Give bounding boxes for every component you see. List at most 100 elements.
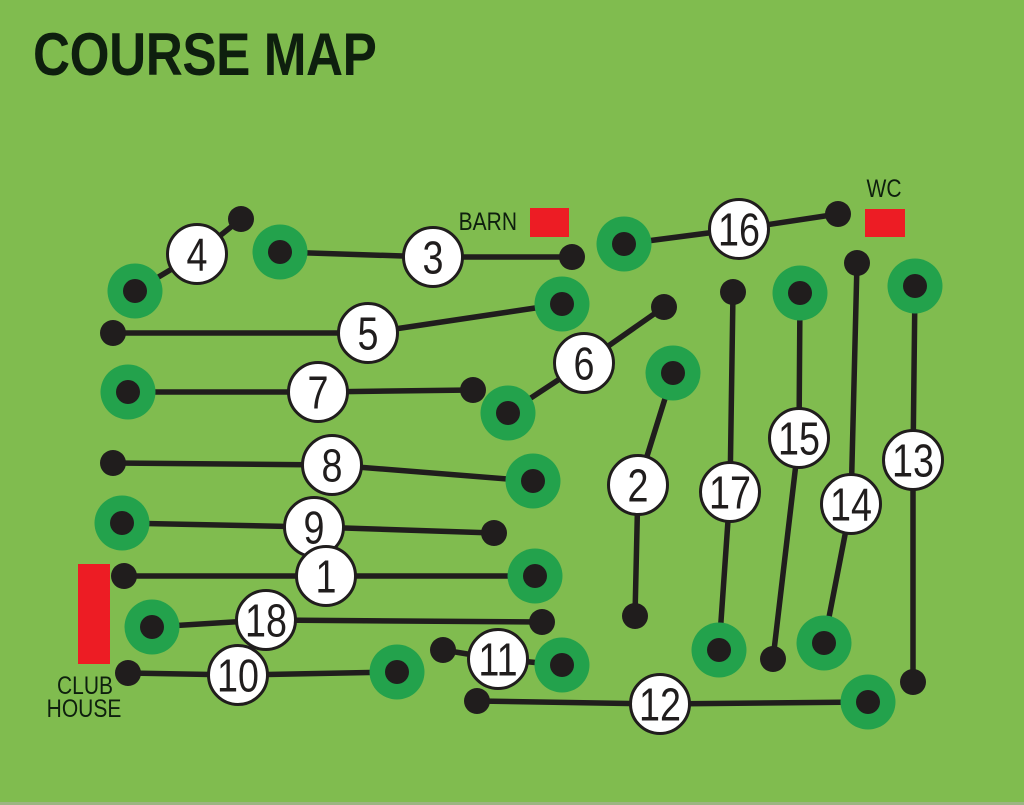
- hole-17: 17: [691, 279, 761, 678]
- wc-marker: [865, 209, 905, 237]
- hole-8-number: 8: [322, 440, 343, 491]
- hole-16-green-pin: [612, 232, 636, 256]
- hole-3-green-pin: [268, 240, 292, 264]
- hole-18-path: [149, 617, 545, 630]
- hole-15-marker: [768, 407, 830, 469]
- hole-5-number: 5: [358, 308, 379, 359]
- barn-building: BARN: [459, 207, 569, 237]
- hole-15-tee-dot: [760, 646, 786, 672]
- hole-7-green-pin: [116, 380, 140, 404]
- hole-18-tee-dot: [529, 609, 555, 635]
- hole-9-number: 9: [304, 502, 325, 553]
- club-house-marker: [78, 564, 110, 664]
- hole-1-tee-dot: [111, 563, 137, 589]
- hole-12: 12: [464, 673, 896, 735]
- hole-4-tee-dot: [228, 206, 254, 232]
- hole-2-marker: [607, 454, 669, 516]
- hole-4: 4: [107, 206, 254, 319]
- hole-6-tee-dot: [651, 294, 677, 320]
- hole-12-marker: [629, 673, 691, 735]
- wc-label: WC: [867, 174, 902, 202]
- hole-5: 5: [100, 276, 590, 364]
- hole-11-green-pin: [550, 653, 574, 677]
- hole-10-tee-dot: [115, 660, 141, 686]
- hole-8-marker: [301, 434, 363, 496]
- hole-8: 8: [100, 434, 561, 509]
- hole-16-marker: [708, 198, 770, 260]
- club-house-label-line1: CLUB: [57, 671, 113, 699]
- hole-9-green-pin: [110, 511, 134, 535]
- hole-14-marker: [820, 473, 882, 535]
- hole-2-green-pin: [661, 361, 685, 385]
- hole-13-green-pin: [903, 274, 927, 298]
- hole-14: 14: [796, 250, 882, 671]
- hole-4-green-pin: [123, 279, 147, 303]
- hole-1-green-pin: [523, 564, 547, 588]
- hole-6-number: 6: [574, 338, 595, 389]
- hole-2: 2: [607, 345, 701, 629]
- hole-1-number: 1: [316, 551, 337, 602]
- hole-10: 10: [115, 644, 425, 706]
- hole-5-tee-dot: [100, 320, 126, 346]
- hole-12-tee-dot: [464, 688, 490, 714]
- hole-11-tee-dot: [430, 637, 456, 663]
- hole-17-marker: [699, 461, 761, 523]
- hole-1: 1: [111, 545, 563, 607]
- hole-2-number: 2: [628, 460, 649, 511]
- hole-11-marker: [467, 628, 529, 690]
- hole-10-green-pin: [385, 660, 409, 684]
- hole-1-marker: [295, 545, 357, 607]
- hole-9: 9: [94, 495, 507, 558]
- hole-13: 13: [882, 258, 944, 695]
- hole-6-green-pin: [496, 401, 520, 425]
- hole-17-green-pin: [707, 638, 731, 662]
- hole-16: 16: [596, 198, 851, 272]
- course-map-title: COURSE MAP: [33, 21, 377, 88]
- hole-18-green-pin: [140, 615, 164, 639]
- hole-16-tee-dot: [825, 201, 851, 227]
- hole-14-green-pin: [812, 631, 836, 655]
- hole-13-number: 13: [892, 435, 934, 486]
- hole-3: 3: [252, 224, 585, 288]
- wc-building: WC: [865, 174, 905, 237]
- hole-7-tee-dot: [460, 377, 486, 403]
- hole-18-number: 18: [245, 595, 287, 646]
- hole-3-marker: [402, 226, 464, 288]
- hole-17-number: 17: [709, 467, 751, 518]
- hole-17-tee-dot: [720, 279, 746, 305]
- hole-14-tee-dot: [844, 250, 870, 276]
- hole-14-path: [821, 260, 860, 646]
- hole-7-marker: [287, 361, 349, 423]
- hole-10-marker: [207, 644, 269, 706]
- barn-label: BARN: [459, 207, 517, 235]
- hole-6: 6: [480, 294, 677, 441]
- hole-13-marker: [882, 429, 944, 491]
- hole-16-number: 16: [718, 204, 760, 255]
- hole-15-number: 15: [778, 413, 820, 464]
- hole-15: 15: [760, 265, 830, 672]
- hole-7: 7: [100, 361, 486, 423]
- hole-15-green-pin: [788, 281, 812, 305]
- hole-8-tee-dot: [100, 450, 126, 476]
- hole-12-green-pin: [856, 690, 880, 714]
- club-house-label-line2: HOUSE: [47, 694, 122, 722]
- bottom-edge-line: [0, 802, 1024, 805]
- hole-4-number: 4: [187, 229, 208, 280]
- hole-3-number: 3: [423, 232, 444, 283]
- hole-3-tee-dot: [559, 244, 585, 270]
- hole-13-tee-dot: [900, 669, 926, 695]
- hole-14-number: 14: [830, 479, 872, 530]
- hole-5-marker: [337, 302, 399, 364]
- hole-8-green-pin: [521, 469, 545, 493]
- hole-10-number: 10: [217, 650, 259, 701]
- hole-11: 11: [430, 628, 590, 693]
- hole-5-green-pin: [550, 292, 574, 316]
- hole-7-number: 7: [308, 367, 329, 418]
- hole-15-path: [770, 290, 803, 662]
- hole-4-marker: [166, 223, 228, 285]
- hole-6-marker: [553, 332, 615, 394]
- hole-9-tee-dot: [481, 520, 507, 546]
